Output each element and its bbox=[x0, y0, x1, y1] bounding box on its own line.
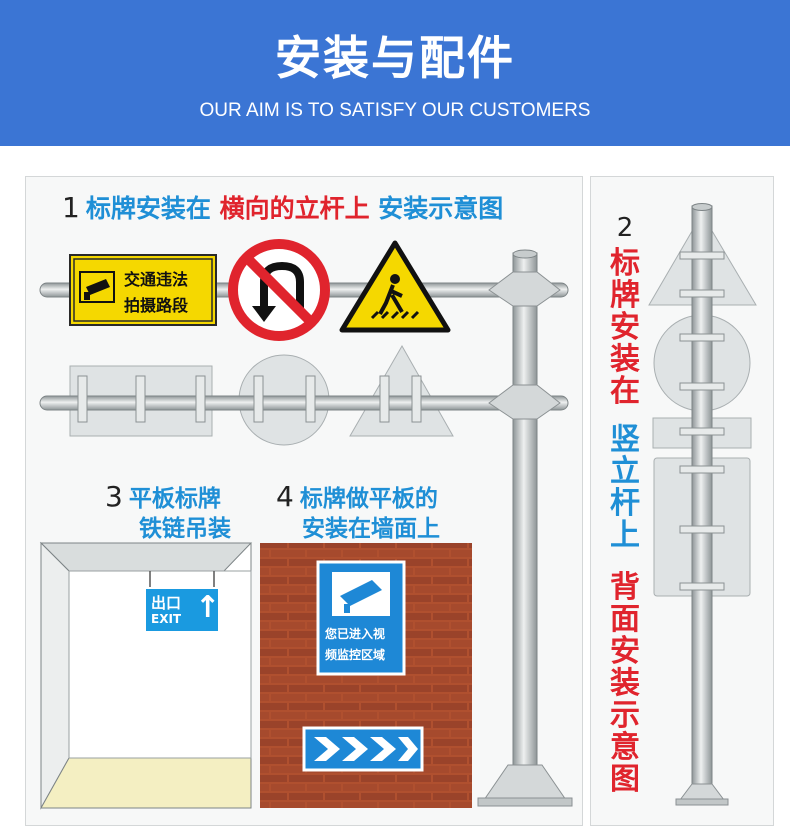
section2-char: 背 bbox=[610, 570, 640, 605]
pedestrian-warning-sign bbox=[339, 240, 451, 333]
section2-char: 标 bbox=[610, 246, 640, 281]
chevron-arrows-icon bbox=[314, 737, 418, 761]
section2-number: 2 bbox=[616, 213, 634, 243]
section2-char: 装 bbox=[610, 342, 640, 377]
yellow-sign-line1: 交通违法 bbox=[124, 270, 189, 289]
section3-caption-line2: 铁链吊装 bbox=[139, 516, 231, 542]
section2-caption-mid: 竖 立 杆 上 bbox=[605, 424, 645, 552]
section2-char: 上 bbox=[610, 518, 640, 553]
traffic-violation-sign bbox=[69, 254, 217, 326]
section2-char: 装 bbox=[610, 666, 640, 701]
exit-sign-en: EXIT bbox=[151, 612, 182, 626]
header-banner: 安装与配件 OUR AIM IS TO SATISFY OUR CUSTOMER… bbox=[0, 0, 790, 146]
room-illustration bbox=[39, 541, 253, 810]
section2-char: 面 bbox=[610, 602, 640, 637]
section1-caption-part1: 标牌安装在 bbox=[85, 194, 211, 223]
section2-char: 杆 bbox=[610, 486, 640, 521]
section2-caption-top: 标 牌 安 装 在 bbox=[605, 248, 645, 408]
section2-char: 安 bbox=[610, 310, 640, 345]
page-title: 安装与配件 bbox=[275, 31, 515, 85]
section1-caption-part2: 横向的立杆上 bbox=[219, 194, 370, 223]
cctv-camera-icon bbox=[332, 572, 390, 616]
yellow-sign-line2: 拍摄路段 bbox=[124, 296, 189, 315]
section2-char: 安 bbox=[610, 634, 640, 669]
section4-number: 4 bbox=[276, 480, 294, 513]
section2-char: 示 bbox=[610, 698, 640, 733]
section2-char: 牌 bbox=[610, 278, 640, 313]
section4-caption-line2: 安装在墙面上 bbox=[302, 516, 440, 542]
section3-number: 3 bbox=[105, 480, 123, 513]
exit-arrow-icon: ↑ bbox=[195, 590, 221, 625]
section1-caption-part3: 安装示意图 bbox=[378, 194, 504, 223]
section2-char: 图 bbox=[610, 762, 640, 797]
camera-icon bbox=[79, 271, 115, 303]
brick-wall-illustration bbox=[260, 543, 472, 808]
section2-char: 立 bbox=[610, 454, 640, 489]
section3-caption-line1: 平板标牌 bbox=[128, 486, 221, 512]
page-subtitle: OUR AIM IS TO SATISFY OUR CUSTOMERS bbox=[199, 100, 591, 121]
cctv-sign-line1: 您已进入视 bbox=[325, 627, 386, 641]
no-u-turn-sign bbox=[228, 239, 330, 341]
vertical-pole-assembly bbox=[648, 203, 757, 806]
section4-caption-line1: 标牌做平板的 bbox=[299, 486, 438, 512]
section2-caption-bottom: 背 面 安 装 示 意 图 bbox=[605, 572, 645, 796]
section2-char: 在 bbox=[610, 374, 640, 409]
exit-sign-cn: 出口 bbox=[151, 594, 182, 612]
cctv-sign-line2: 频监控区域 bbox=[325, 648, 386, 662]
section1-number: 1 bbox=[62, 191, 80, 224]
section2-char: 竖 bbox=[610, 422, 640, 457]
section2-char: 意 bbox=[610, 730, 640, 765]
